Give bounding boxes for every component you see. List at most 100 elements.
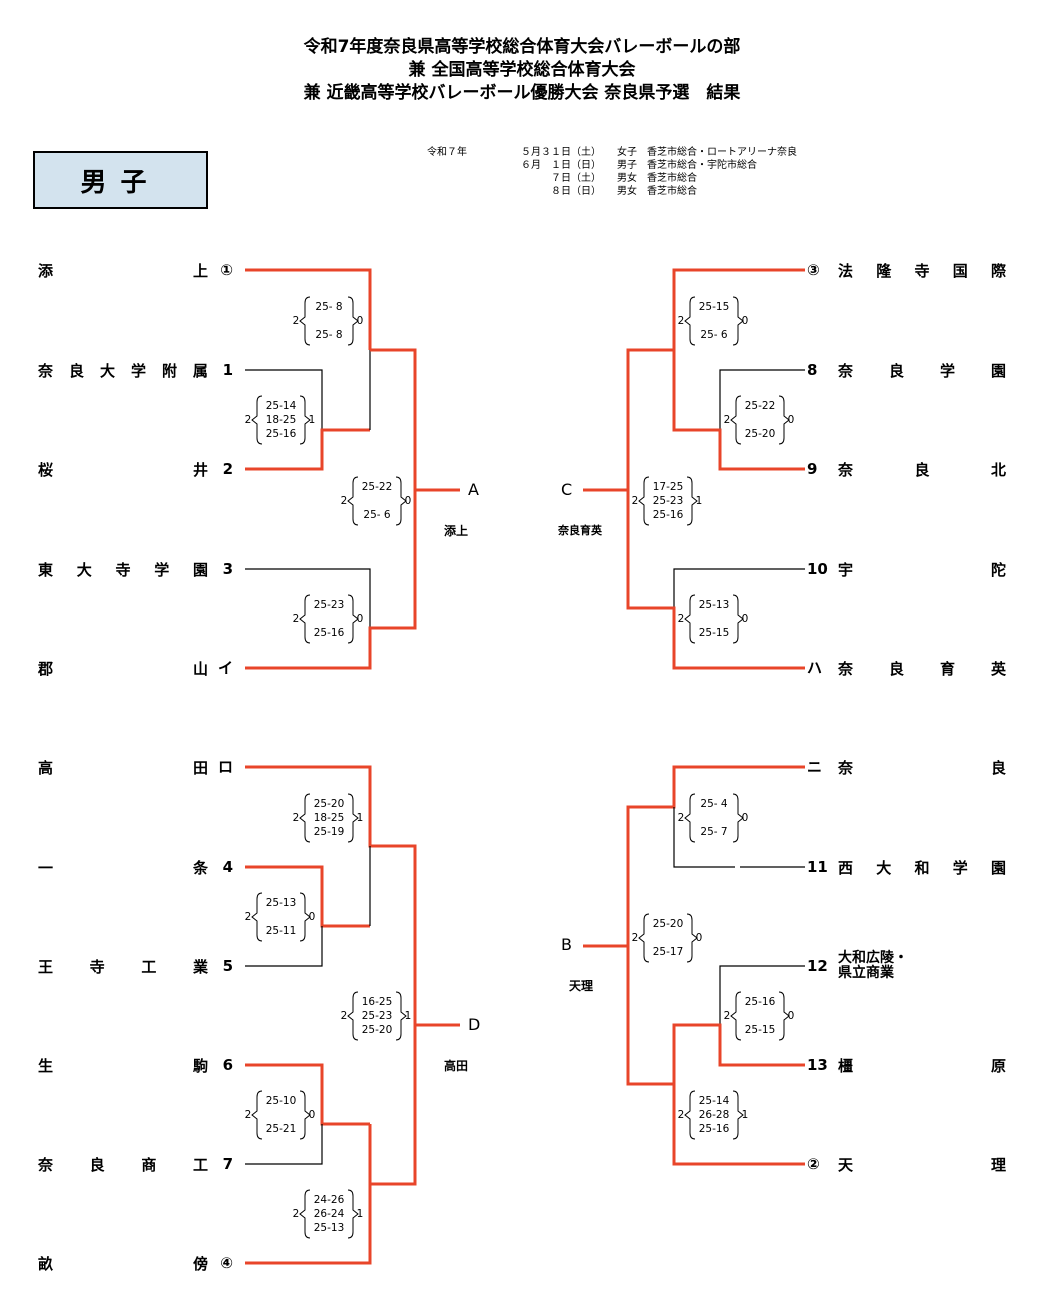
left-team-6: 高田 (38, 757, 208, 777)
score-brace-left (730, 395, 742, 445)
set-score: 25-16 (653, 509, 684, 521)
score-brace-right (299, 395, 311, 445)
left-seed-6: ロ (217, 758, 233, 776)
line-koriyama (245, 490, 417, 670)
score-brace-right (347, 793, 359, 843)
set-score: 25-13 (266, 897, 297, 909)
set-score: 26-28 (699, 1109, 730, 1121)
team-name-char: 園 (192, 560, 208, 579)
team-name-char: 隆 (876, 261, 892, 280)
left-team-1: 添上 (38, 260, 208, 280)
team-name-char: 天 (838, 1155, 854, 1174)
score-left: 2 (341, 1010, 348, 1022)
team-name-char: 桜 (38, 460, 54, 479)
set-score: 25-22 (362, 481, 393, 493)
team-name-char: 寺 (89, 957, 105, 976)
schedule-info-3: 男女 香芝市総合 (617, 173, 697, 184)
block-label-d: D (468, 1015, 481, 1034)
left-team-4: 東大寺学園 (38, 559, 208, 579)
team-name-char: 奈 (38, 361, 54, 380)
score-brace-left (299, 296, 311, 346)
right-seed-8: 12 (807, 957, 828, 975)
left-team-7: 一条 (38, 857, 208, 877)
score-brace-left (299, 594, 311, 644)
score-brace-right (347, 594, 359, 644)
team-name-char: 大 (76, 560, 92, 579)
score-right: 1 (696, 495, 703, 507)
team-name-char: 生 (38, 1056, 54, 1075)
right-team-2: 奈良学園 (838, 360, 1006, 380)
team-name-char: 奈 (838, 460, 854, 479)
schedule-date-4: ８日（日） (551, 186, 601, 197)
schedule-date-1: ５月３１日（土） (521, 147, 601, 158)
team-name-char: 上 (192, 261, 208, 280)
score-brace-right (299, 1090, 311, 1140)
title-line-2: 兼 全国高等学校総合体育大会 (408, 60, 636, 80)
block-winner-c: 奈良育英 (558, 524, 602, 537)
set-score: 25- 7 (700, 826, 727, 838)
score-brace-right (732, 594, 744, 644)
team-name-char: 良 (888, 361, 904, 380)
set-score: 25-16 (745, 996, 776, 1008)
team-name-char: 際 (990, 261, 1006, 280)
team-name-char: 井 (192, 460, 208, 479)
team-name-char: 良 (68, 361, 84, 380)
set-score: 25-10 (266, 1095, 297, 1107)
set-score: 25-22 (745, 400, 776, 412)
set-score: 25-16 (266, 428, 297, 440)
score-brace-right (299, 892, 311, 942)
line-ichijo (245, 865, 370, 928)
score-brace-left (638, 476, 650, 526)
schedule-info-4: 男女 香芝市総合 (617, 186, 697, 197)
left-team-8: 王寺工業 (38, 956, 208, 976)
score-right: 0 (742, 315, 749, 327)
left-team-3: 桜井 (38, 459, 208, 479)
score-brace-right (778, 395, 790, 445)
team-name-char: 商 (141, 1155, 157, 1174)
team-name-char: 業 (192, 957, 208, 976)
team-name-char: 北 (990, 460, 1006, 479)
score-right: 0 (309, 911, 316, 923)
block-winner-b: 天理 (569, 979, 594, 993)
line-nishiyamato-a (673, 807, 735, 868)
right-team-8: 大和広陵・県立商業 (838, 951, 1006, 981)
set-score: 18-25 (266, 414, 297, 426)
set-score: 24-26 (314, 1194, 345, 1206)
score-brace-left (684, 296, 696, 346)
line-naragakuen (719, 369, 805, 430)
set-score: 26-24 (314, 1208, 345, 1220)
line-kashihara (672, 1023, 805, 1084)
set-score: 25-17 (653, 946, 684, 958)
score-brace-left (684, 594, 696, 644)
score-brace-left (684, 793, 696, 843)
team-name-char: 工 (141, 957, 157, 976)
set-score: 18-25 (314, 812, 345, 824)
line-soekami (245, 268, 372, 350)
team-name-char: 学 (939, 361, 955, 380)
set-score: 25- 6 (700, 329, 727, 341)
team-name-char: 大 (99, 361, 115, 380)
score-brace-left (251, 1090, 263, 1140)
line-unebi (245, 1184, 372, 1265)
set-score: 25-15 (699, 627, 730, 639)
set-score: 25-23 (314, 599, 345, 611)
score-left: 2 (678, 315, 685, 327)
team-name-char: 郡 (38, 659, 54, 678)
set-score: 25-14 (266, 400, 297, 412)
set-score: 25- 8 (315, 301, 342, 313)
set-score: 25-20 (362, 1024, 393, 1036)
schedule-year: 令和７年 (427, 147, 467, 158)
set-score: 25-20 (314, 798, 345, 810)
score-brace-right (395, 476, 407, 526)
team-name-char: 添 (38, 261, 54, 280)
line-horyuji (583, 268, 805, 492)
team-name-char: 英 (990, 659, 1006, 678)
score-right: 0 (742, 812, 749, 824)
right-seed-1: ③ (807, 261, 820, 279)
title-line-1: 令和7年度奈良県高等学校総合体育大会バレーボールの部 (303, 37, 741, 57)
score-right: 0 (309, 1109, 316, 1121)
